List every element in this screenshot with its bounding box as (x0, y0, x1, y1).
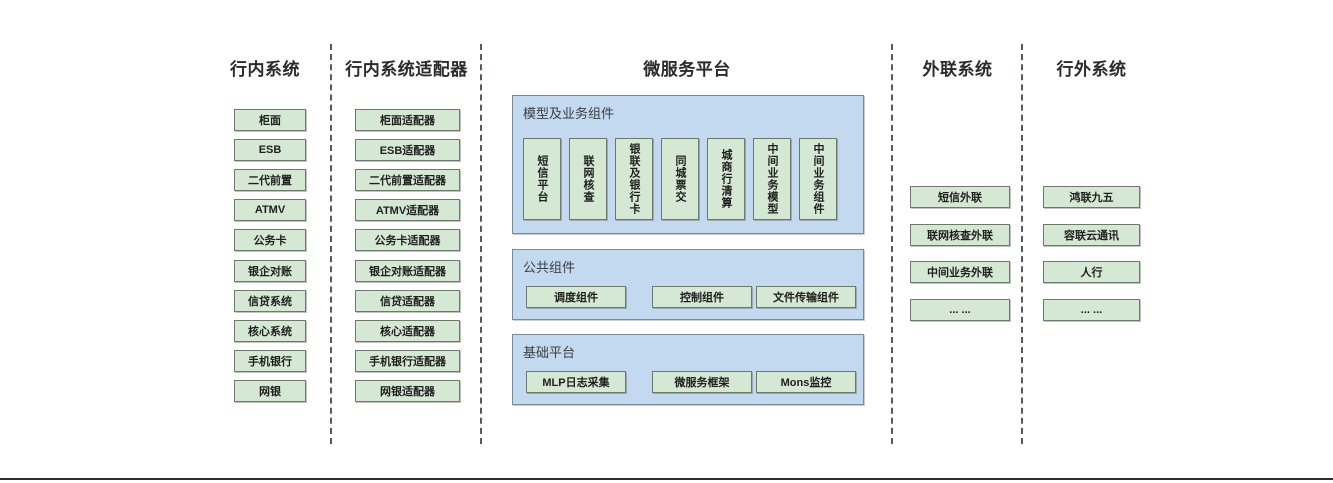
node-intra-bank-system-5[interactable]: 公务卡 (234, 229, 306, 251)
node-outside-bank-4[interactable]: ... ... (1043, 299, 1140, 321)
node-intra-bank-adapter-5[interactable]: 公务卡适配器 (355, 229, 460, 251)
node-intra-bank-system-3[interactable]: 二代前置 (234, 169, 306, 191)
node-intra-bank-system-10[interactable]: 网银 (234, 380, 306, 402)
bottom-frame-rule (0, 478, 1333, 480)
panel-label-public-components: 公共组件 (523, 260, 576, 275)
node-intra-bank-adapter-4[interactable]: ATMV适配器 (355, 199, 460, 221)
node-outside-bank-2[interactable]: 容联云通讯 (1043, 224, 1140, 246)
node-model-component-4[interactable]: 同城票交 (661, 138, 699, 220)
node-intra-bank-system-7[interactable]: 信贷系统 (234, 290, 306, 312)
node-intra-bank-adapter-9[interactable]: 手机银行适配器 (355, 350, 460, 372)
node-intra-bank-system-4[interactable]: ATMV (234, 199, 306, 221)
node-external-link-2[interactable]: 联网核查外联 (910, 224, 1010, 246)
node-external-link-1[interactable]: 短信外联 (910, 186, 1010, 208)
node-outside-bank-3[interactable]: 人行 (1043, 261, 1140, 283)
panel-label-base-platform: 基础平台 (523, 345, 576, 360)
node-intra-bank-adapter-3[interactable]: 二代前置适配器 (355, 169, 460, 191)
column-title-intra-bank-adapters: 行内系统适配器 (345, 60, 468, 79)
node-intra-bank-adapter-1[interactable]: 柜面适配器 (355, 109, 460, 131)
panel-public-components: 公共组件 (512, 249, 864, 320)
node-public-component-2[interactable]: 控制组件 (652, 286, 752, 308)
node-model-component-5[interactable]: 城商行清算 (707, 138, 745, 220)
node-intra-bank-adapter-6[interactable]: 银企对账适配器 (355, 260, 460, 282)
node-intra-bank-system-9[interactable]: 手机银行 (234, 350, 306, 372)
node-intra-bank-adapter-2[interactable]: ESB适配器 (355, 139, 460, 161)
node-model-component-7[interactable]: 中间业务组件 (799, 138, 837, 220)
column-divider-4 (1021, 44, 1023, 444)
column-title-external-link-systems: 外联系统 (922, 60, 993, 79)
node-intra-bank-system-2[interactable]: ESB (234, 139, 306, 161)
node-model-component-2[interactable]: 联网核查 (569, 138, 607, 220)
column-divider-2 (480, 44, 482, 444)
column-divider-3 (891, 44, 893, 444)
node-base-platform-2[interactable]: 微服务框架 (652, 371, 752, 393)
node-public-component-1[interactable]: 调度组件 (526, 286, 626, 308)
node-external-link-4[interactable]: ... ... (910, 299, 1010, 321)
column-title-outside-bank-systems: 行外系统 (1056, 60, 1127, 79)
node-base-platform-3[interactable]: Mons监控 (756, 371, 856, 393)
column-title-microservice-platform: 微服务平台 (643, 60, 731, 79)
node-intra-bank-system-6[interactable]: 银企对账 (234, 260, 306, 282)
node-intra-bank-adapter-8[interactable]: 核心适配器 (355, 320, 460, 342)
column-divider-1 (330, 44, 332, 444)
node-intra-bank-adapter-7[interactable]: 信贷适配器 (355, 290, 460, 312)
node-model-component-6[interactable]: 中间业务模型 (753, 138, 791, 220)
panel-label-model-business-components: 模型及业务组件 (523, 106, 615, 121)
node-external-link-3[interactable]: 中间业务外联 (910, 261, 1010, 283)
node-base-platform-1[interactable]: MLP日志采集 (526, 371, 626, 393)
node-intra-bank-adapter-10[interactable]: 网银适配器 (355, 380, 460, 402)
column-title-intra-bank-systems: 行内系统 (230, 60, 300, 79)
panel-base-platform: 基础平台 (512, 334, 864, 405)
node-model-component-3[interactable]: 银联及银行卡 (615, 138, 653, 220)
node-intra-bank-system-1[interactable]: 柜面 (234, 109, 306, 131)
node-public-component-3[interactable]: 文件传输组件 (756, 286, 856, 308)
node-outside-bank-1[interactable]: 鸿联九五 (1043, 186, 1140, 208)
node-intra-bank-system-8[interactable]: 核心系统 (234, 320, 306, 342)
node-model-component-1[interactable]: 短信平台 (523, 138, 561, 220)
